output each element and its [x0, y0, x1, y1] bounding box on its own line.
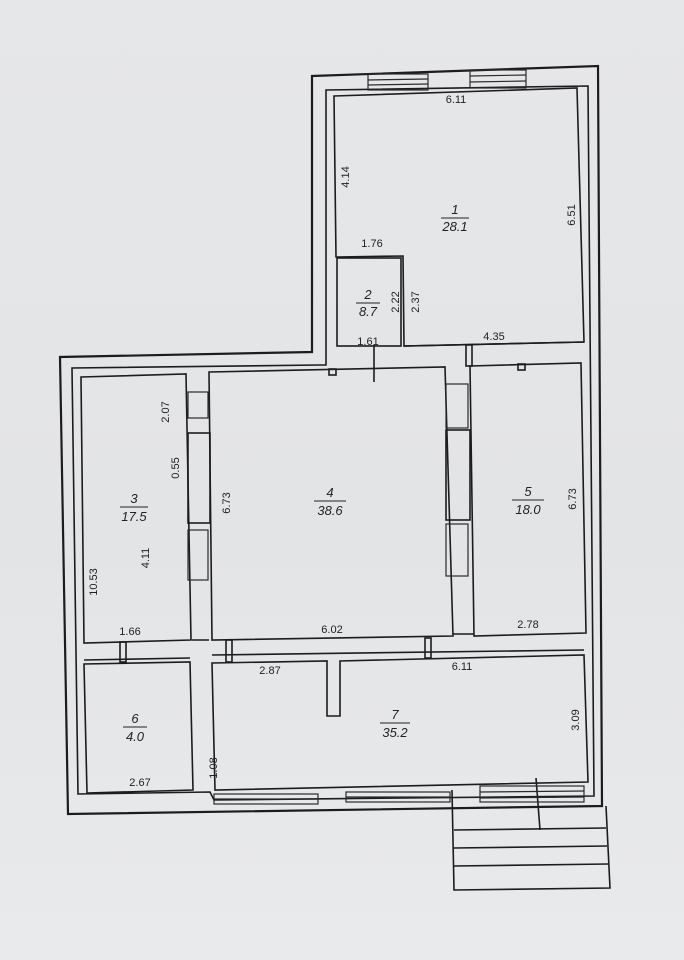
room-area: 18.0 [515, 502, 541, 517]
dimension-label: 4.14 [340, 166, 352, 187]
dimension-label: 6.73 [567, 488, 579, 509]
inner-wall [71, 85, 595, 801]
room-area: 4.0 [126, 729, 145, 744]
room-area: 35.2 [382, 725, 408, 740]
dimension-label: 2.78 [517, 619, 538, 631]
door-leaf [535, 777, 541, 831]
dimension-label: 6.73 [221, 492, 233, 513]
room-number: 1 [451, 202, 458, 217]
room-3-outline [80, 373, 192, 644]
dimension-label: 2.87 [259, 665, 280, 677]
dimension-label: 3.09 [570, 709, 582, 730]
door-jamb [424, 637, 432, 659]
room-number: 5 [524, 484, 532, 499]
dimension-label: 2.67 [129, 777, 150, 789]
room-label-3: 3 17.5 [120, 491, 148, 524]
dimension-label: 6.51 [566, 204, 578, 225]
dimension-label: 2.37 [410, 291, 422, 312]
wall-segment [403, 341, 585, 347]
room-label-1: 7 35.2 [380, 707, 410, 740]
room-5-outline [469, 362, 587, 637]
dimension-label: 6.11 [446, 94, 467, 106]
outer-wall [58, 64, 604, 816]
dimension-label: 1.66 [119, 626, 140, 638]
room-label-4: 4 38.6 [314, 485, 346, 518]
room-6-outline [336, 257, 402, 347]
dimension-label: 2.07 [160, 401, 172, 422]
window-top-left [367, 73, 429, 91]
dimension-label: 6.02 [321, 624, 342, 636]
room-area: 28.1 [441, 219, 467, 234]
dimension-label: 4.35 [483, 331, 504, 343]
dimension-label: 1.08 [208, 757, 220, 778]
window-bottom-left [213, 793, 319, 805]
wall-notch [328, 368, 337, 376]
room-1-outline [211, 654, 589, 791]
door-jamb [187, 432, 211, 524]
room-number: 2 [363, 287, 372, 302]
door-jamb [445, 429, 471, 521]
door-jamb [225, 639, 233, 663]
dimension-label: 2.22 [390, 291, 402, 312]
room-area: 38.6 [317, 503, 343, 518]
dimension-label: 1.61 [357, 336, 378, 348]
room-area: 8.7 [359, 304, 378, 319]
dimension-label: 4.11 [140, 548, 152, 569]
dimension-label: 1.76 [361, 238, 382, 250]
wall-segment [211, 649, 585, 656]
window-bottom-right [479, 785, 585, 803]
window-top-right [469, 69, 527, 89]
dimension-label: 6.11 [452, 661, 473, 673]
entrance-steps [451, 789, 611, 891]
room-label-7: 1 28.1 [441, 202, 469, 234]
room-number: 3 [130, 491, 138, 506]
wall-segment [83, 657, 191, 661]
window-left [187, 391, 209, 581]
room-number: 4 [326, 485, 333, 500]
room-number: 7 [391, 707, 399, 722]
room-4-outline [208, 366, 454, 641]
room-number: 6 [131, 711, 139, 726]
room-label-2: 6 4.0 [123, 711, 147, 744]
door-jamb [465, 344, 473, 367]
window-bottom-mid [345, 791, 451, 803]
door-jamb [119, 641, 127, 663]
wall-notch [517, 363, 526, 371]
dimension-label: 10.53 [88, 568, 100, 596]
room-2-outline [83, 661, 194, 794]
room-label-6: 2 8.7 [356, 287, 380, 319]
window-mid [445, 383, 469, 577]
room-area: 17.5 [121, 509, 147, 524]
dimension-label: 0.55 [170, 457, 182, 478]
room-label-5: 5 18.0 [512, 484, 544, 517]
